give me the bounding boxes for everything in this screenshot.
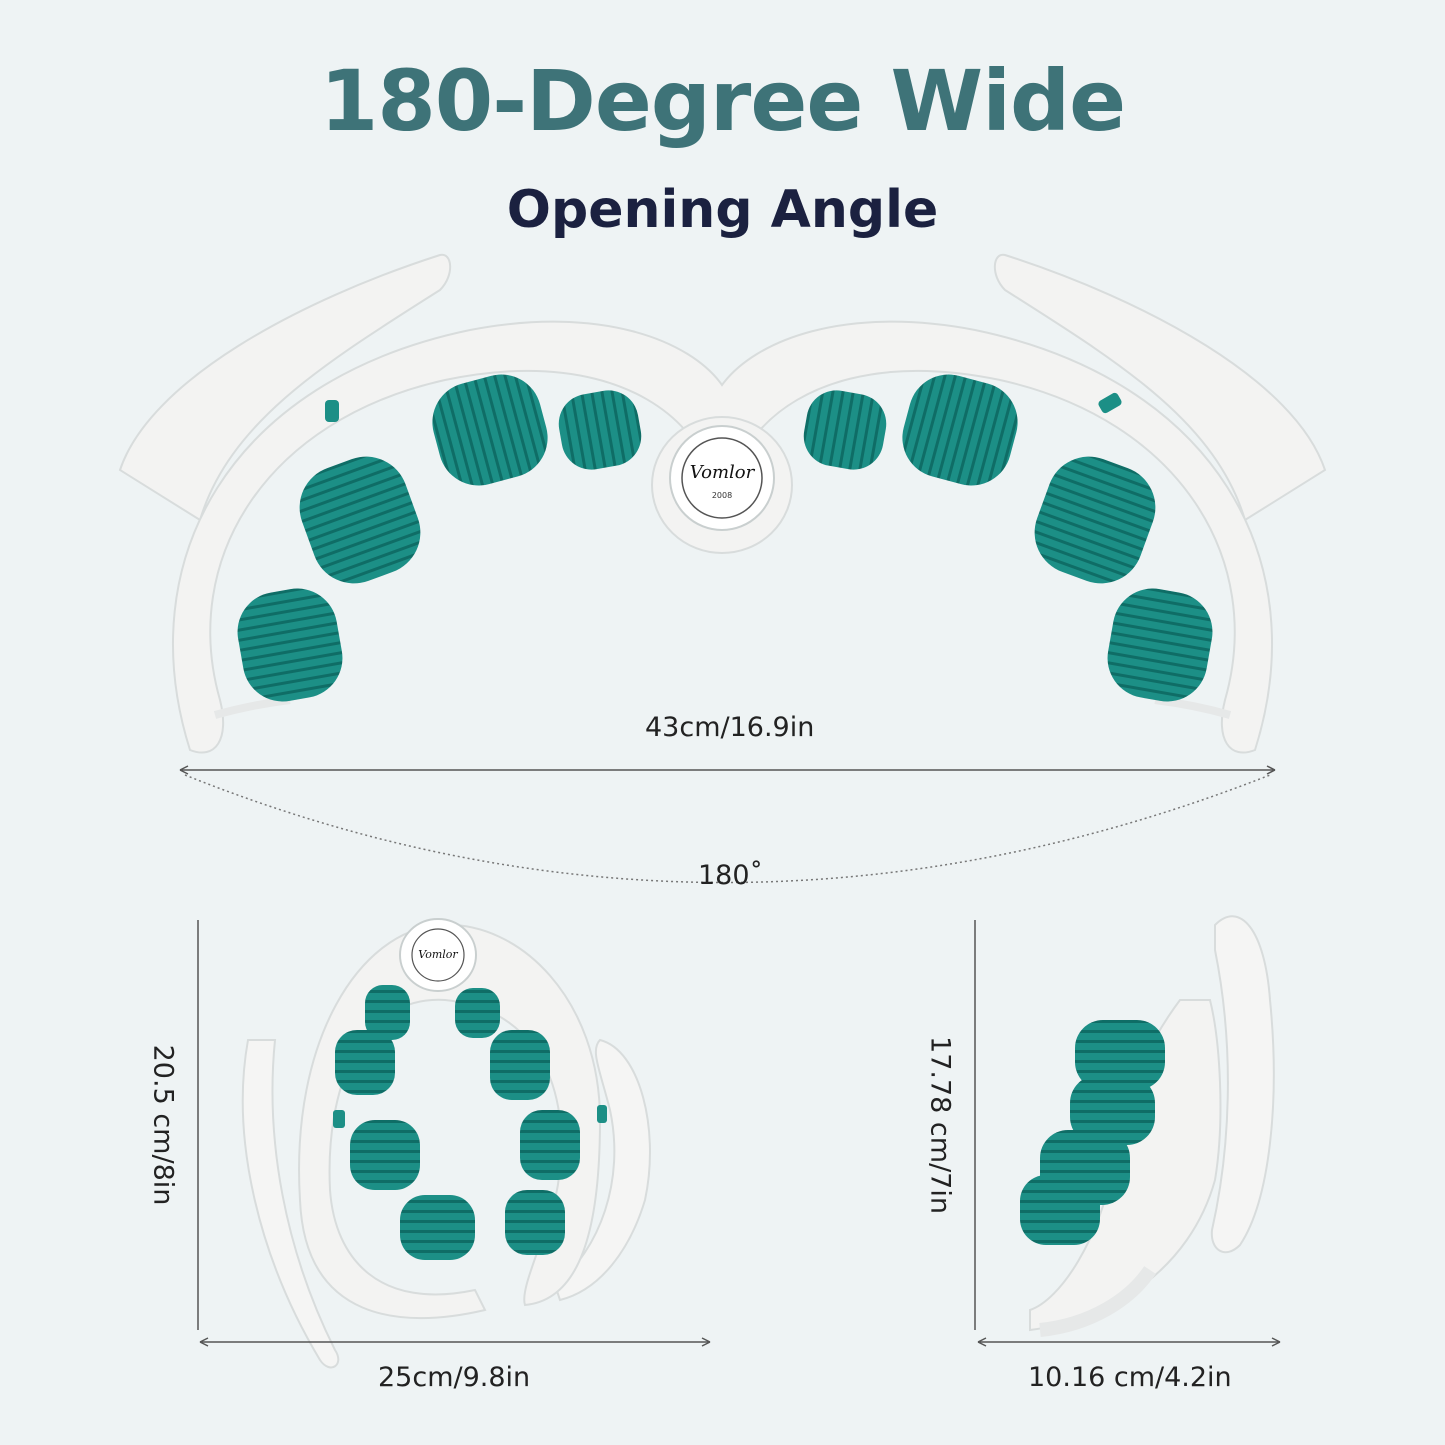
svg-text:2008: 2008: [712, 491, 732, 500]
roller: [558, 390, 642, 470]
side-width-label: 10.16 cm/4.2in: [1028, 1362, 1232, 1393]
left-handle: [118, 253, 452, 522]
side-height-label: 17.78 cm/7in: [924, 1036, 956, 1214]
roller: [1020, 1175, 1100, 1245]
front-height-label: 20.5 cm/8in: [147, 1044, 179, 1206]
roller: [335, 1030, 395, 1095]
roller: [400, 1195, 475, 1260]
roller: [365, 985, 410, 1040]
right-handle: [993, 253, 1327, 522]
roller: [1075, 1020, 1165, 1090]
roller: [237, 588, 343, 702]
brand-logo-icon: Vomlor: [690, 462, 756, 483]
side-handle: [1210, 915, 1275, 1254]
roller: [432, 374, 548, 486]
roller: [1034, 456, 1156, 584]
roller: [455, 988, 500, 1038]
open-width-label: 43cm/16.9in: [645, 712, 815, 743]
front-width-label: 25cm/9.8in: [378, 1362, 531, 1393]
roller: [1107, 588, 1213, 702]
roller: [902, 374, 1018, 486]
roller: [490, 1030, 550, 1100]
angle-label: 180˚: [698, 860, 764, 891]
page-subtitle: Opening Angle: [506, 180, 939, 240]
roller: [350, 1120, 420, 1190]
front-dimension-lines: [197, 920, 711, 1347]
massager-open-view: Vomlor 2008: [118, 253, 1327, 754]
roller: [803, 390, 887, 470]
massager-front-view: Vomlor: [241, 918, 651, 1369]
side-dimension-lines: [974, 920, 1281, 1347]
left-button: [325, 400, 339, 422]
page-title: 180-Degree Wide: [319, 52, 1126, 150]
width-dimension-line: [179, 765, 1276, 884]
roller: [520, 1110, 580, 1180]
roller: [505, 1190, 565, 1255]
roller: [299, 456, 421, 584]
massager-side-view: [1020, 915, 1275, 1337]
roller: [1070, 1075, 1155, 1145]
svg-text:Vomlor: Vomlor: [418, 948, 458, 961]
right-button: [1098, 392, 1122, 414]
